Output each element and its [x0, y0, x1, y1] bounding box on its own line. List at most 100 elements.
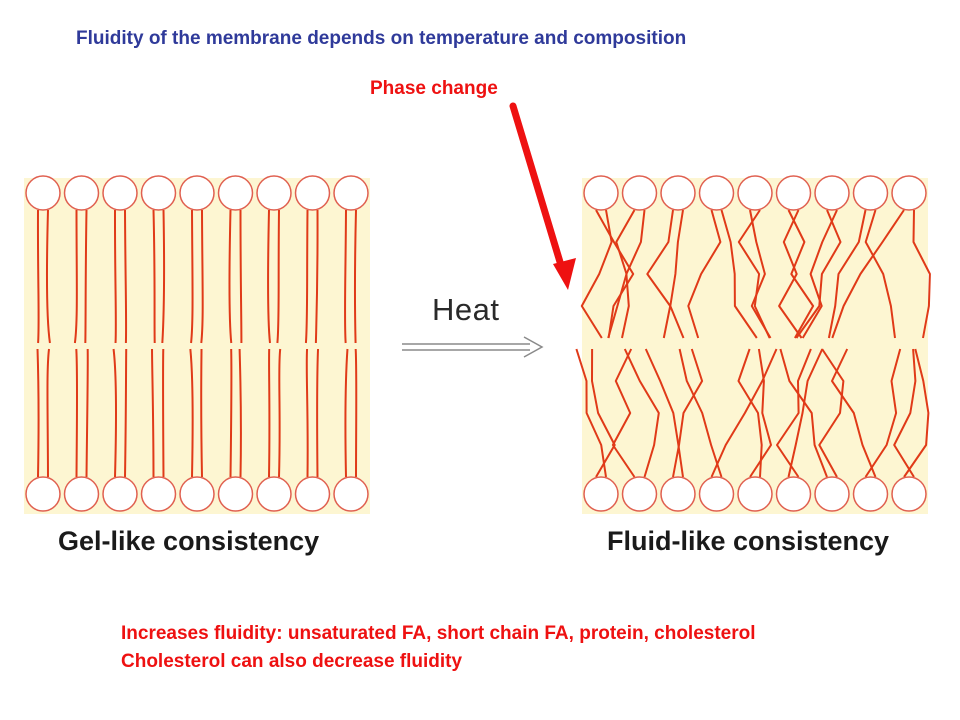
lipid-tail	[580, 209, 613, 339]
lipid-head	[217, 476, 254, 512]
lipid-head	[814, 175, 850, 211]
lipid-head	[737, 175, 773, 211]
lipid-tail	[84, 209, 88, 344]
fluid-lipid-tails	[575, 209, 931, 478]
lipid-head	[698, 175, 735, 211]
lipid-head	[25, 476, 61, 512]
lipid-tail	[644, 348, 684, 478]
fluidity-notes: Increases fluidity: unsaturated FA, shor…	[121, 620, 756, 676]
lipid-head	[621, 175, 658, 211]
lipid-head	[333, 476, 369, 512]
lipid-tail	[151, 348, 155, 478]
lipid-tail	[737, 348, 763, 478]
lipid-tail	[161, 209, 166, 344]
lipid-tail	[646, 209, 674, 339]
gel-bilayer	[24, 175, 370, 514]
lipid-tail	[776, 348, 812, 478]
lipid-head	[583, 175, 619, 211]
lipid-head	[775, 476, 812, 512]
heat-arrow-icon	[402, 336, 544, 358]
lipid-tail	[36, 209, 40, 344]
lipid-head	[179, 476, 215, 512]
fluid-bilayer	[575, 175, 931, 514]
lipid-tail	[749, 209, 772, 339]
lipid-tail	[229, 348, 233, 478]
note-cholesterol: Cholesterol can also decrease fluidity	[121, 651, 463, 672]
lipid-tail	[278, 348, 282, 478]
lipid-tail	[893, 348, 917, 478]
lipid-head	[256, 175, 292, 211]
lipid-tail	[36, 348, 40, 478]
heat-label: Heat	[432, 292, 500, 327]
lipid-tail	[124, 348, 128, 478]
lipid-head	[814, 476, 850, 512]
lipid-tail	[266, 209, 271, 344]
lipid-tail	[112, 348, 117, 478]
gel-caption: Gel-like consistency	[58, 526, 320, 556]
lipid-tail	[595, 209, 635, 339]
lipid-tail	[314, 209, 319, 344]
lipid-tail	[720, 209, 758, 339]
lipid-head	[294, 476, 331, 512]
lipid-tail	[354, 348, 358, 478]
lipid-head	[179, 175, 215, 211]
lipid-tail	[304, 209, 309, 344]
fluid-caption: Fluid-like consistency	[607, 526, 890, 556]
note-increases-fluidity: Increases fluidity: unsaturated FA, shor…	[121, 623, 756, 644]
lipid-head	[63, 175, 100, 211]
phase-change-label: Phase change	[370, 78, 498, 99]
lipid-tail	[316, 348, 320, 478]
lipid-tail	[623, 348, 660, 478]
lipid-tail	[669, 209, 685, 339]
lipid-tail	[778, 209, 803, 339]
lipid-tail	[113, 209, 117, 344]
fluid-membrane-core	[582, 178, 928, 514]
lipid-tail	[591, 348, 616, 478]
lipid-tail	[903, 348, 930, 478]
lipid-tail	[787, 348, 824, 478]
gel-membrane-core	[24, 178, 370, 514]
lipid-tail	[621, 209, 646, 339]
lipid-tail	[912, 209, 931, 339]
lipid-head	[25, 175, 61, 211]
lipid-tail	[687, 209, 722, 339]
lipid-head	[737, 476, 773, 512]
lipid-head	[140, 175, 177, 211]
lipid-head	[852, 175, 889, 211]
lipid-head	[294, 175, 331, 211]
lipid-tail	[85, 348, 89, 478]
lipid-tail	[672, 348, 704, 478]
lipid-tail	[276, 209, 280, 344]
lipid-tail	[779, 348, 828, 478]
lipid-tail	[831, 209, 905, 339]
lipid-head	[256, 476, 292, 512]
lipid-tail	[75, 348, 79, 478]
lipid-head	[621, 476, 658, 512]
lipid-tail	[200, 348, 203, 478]
gel-lipid-tails	[36, 209, 358, 478]
slide-title: Fluidity of the membrane depends on temp…	[76, 28, 687, 49]
lipid-head	[217, 175, 254, 211]
lipid-head	[102, 175, 138, 211]
fluid-lipid-heads	[583, 175, 927, 512]
lipid-tail	[864, 209, 896, 339]
lipid-tail	[73, 209, 78, 344]
lipid-tail	[305, 348, 309, 478]
lipid-tail	[344, 348, 349, 478]
lipid-tail	[238, 348, 242, 478]
lipid-head	[852, 476, 889, 512]
phase-change-arrow-icon	[509, 102, 576, 290]
lipid-tail	[45, 209, 51, 344]
lipid-tail	[189, 348, 194, 478]
lipid-tail	[801, 209, 838, 339]
lipid-head	[660, 476, 696, 512]
lipid-tail	[710, 348, 778, 478]
lipid-tail	[46, 348, 50, 478]
lipid-tail	[124, 209, 128, 344]
lipid-tail	[611, 348, 636, 478]
lipid-tail	[864, 348, 902, 478]
lipid-head	[140, 476, 177, 512]
lipid-tail	[827, 209, 867, 339]
lipid-head	[698, 476, 735, 512]
